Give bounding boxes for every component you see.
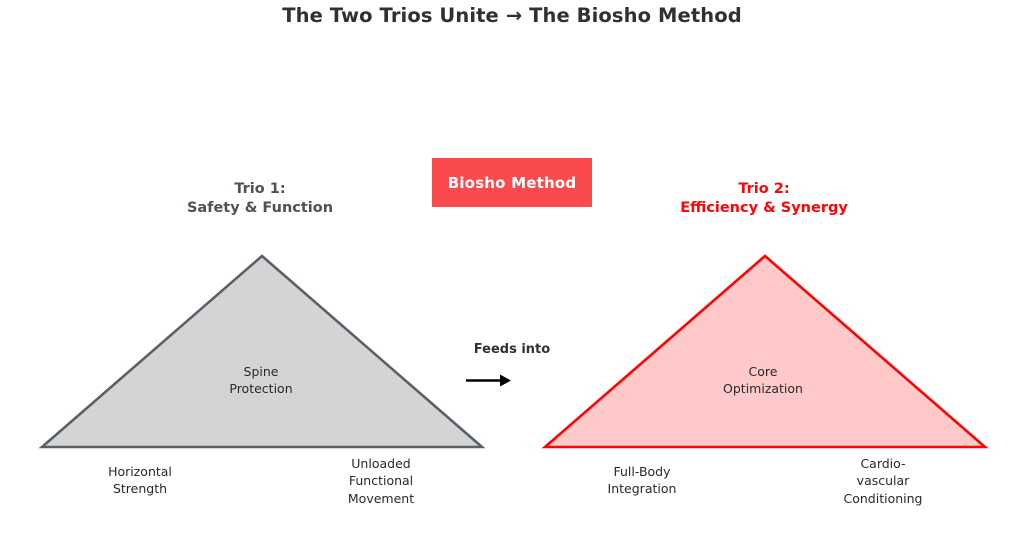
trio2-left-corner-label: Full-Body Integration	[607, 464, 677, 497]
trio1-core-label: Spine Protection	[229, 364, 293, 397]
trio2-heading: Trio 2: Efficiency & Synergy	[680, 181, 848, 217]
biosho-method-badge: Biosho Method	[432, 158, 592, 207]
feeds-into-arrow-icon	[466, 374, 511, 387]
trio2-core-label: Core Optimization	[723, 364, 803, 397]
trio1-triangle	[38, 254, 486, 449]
trio1-heading: Trio 1: Safety & Function	[186, 181, 334, 217]
page-title: The Two Trios Unite → The Biosho Method	[282, 4, 742, 27]
trio2-right-corner-label: Cardio- vascular Conditioning	[843, 456, 923, 506]
biosho-method-badge-label: Biosho Method	[447, 173, 577, 192]
feeds-into-label: Feeds into	[473, 342, 551, 357]
trio1-left-corner-label: Horizontal Strength	[108, 464, 172, 497]
trio1-right-corner-label: Unloaded Functional Movement	[347, 456, 415, 506]
trio2-triangle	[541, 254, 989, 449]
